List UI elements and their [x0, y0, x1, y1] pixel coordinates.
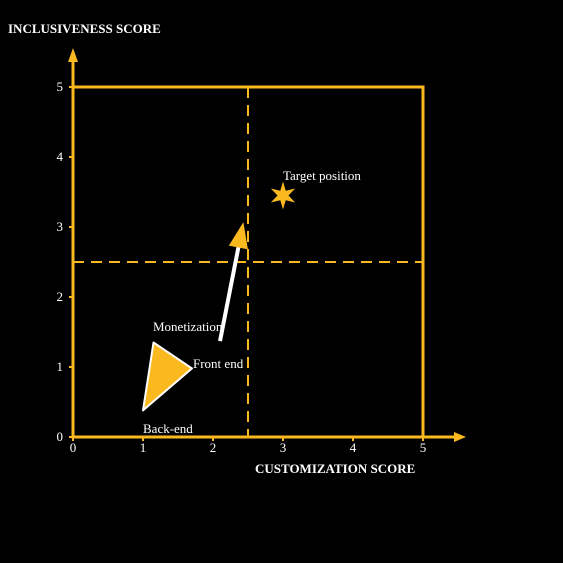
star-icon [270, 181, 296, 210]
x-tick-label: 3 [280, 440, 287, 455]
current-position-triangle [142, 341, 193, 412]
x-axis-title: CUSTOMIZATION SCORE [255, 461, 415, 476]
label-back-end: Back-end [143, 421, 193, 436]
y-tick-label: 0 [57, 429, 64, 444]
y-axis-title: INCLUSIVENESS SCORE [8, 21, 161, 36]
y-tick-label: 3 [57, 219, 64, 234]
label-front-end: Front end [193, 356, 244, 371]
x-tick-label: 4 [350, 440, 357, 455]
y-tick-label: 5 [57, 79, 64, 94]
label-monetization: Monetization [153, 319, 223, 334]
x-tick-label: 2 [210, 440, 217, 455]
x-axis-arrowhead [454, 432, 466, 442]
y-tick-label: 2 [57, 289, 64, 304]
y-tick-label: 1 [57, 359, 64, 374]
label-target-position: Target position [283, 168, 361, 183]
y-axis-arrowhead [68, 48, 78, 62]
movement-arrow-head [228, 222, 248, 250]
x-tick-label: 0 [70, 440, 77, 455]
x-tick-label: 5 [420, 440, 427, 455]
x-tick-label: 1 [140, 440, 147, 455]
movement-arrow-shaft [218, 246, 241, 342]
tick-group: 0 1 2 3 4 5 0 1 2 3 4 5 [57, 79, 427, 455]
y-tick-label: 4 [57, 149, 64, 164]
